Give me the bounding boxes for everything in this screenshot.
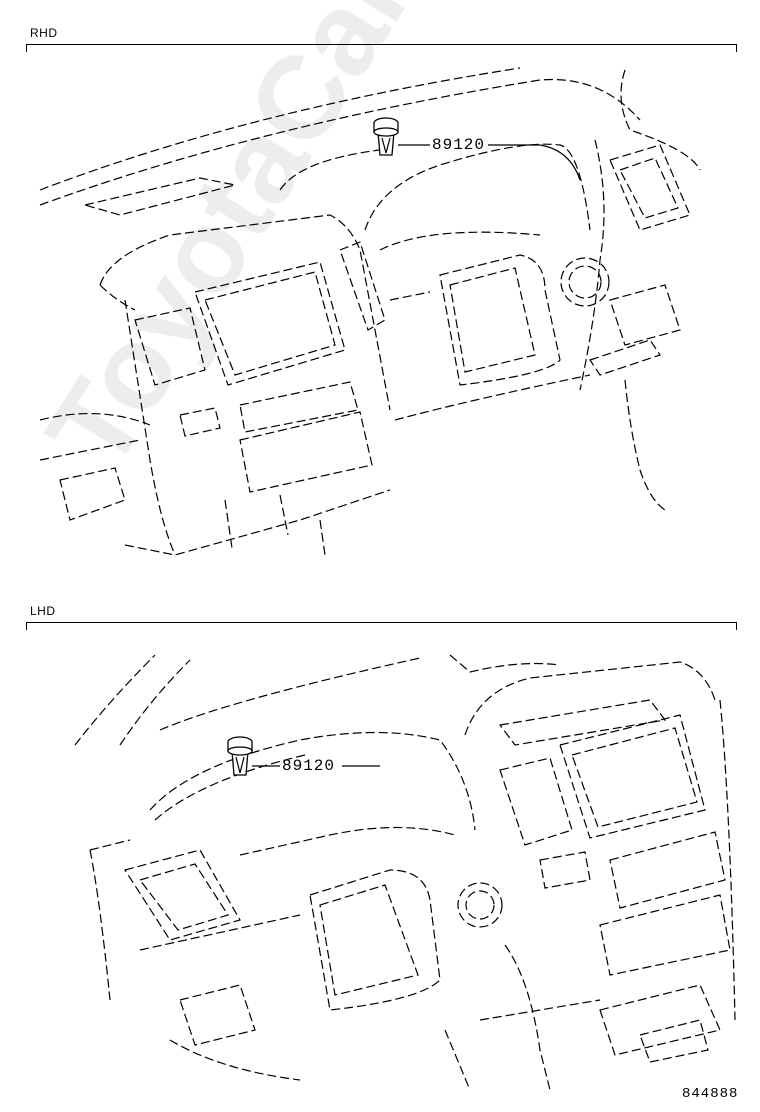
rhd-rule-tick-left [26, 44, 27, 52]
rhd-rule-tick-right [736, 44, 737, 52]
lhd-rule-tick-right [736, 622, 737, 630]
rhd-dashboard-drawing [39, 67, 701, 556]
rhd-part-number-label: 89120 [432, 136, 486, 154]
lhd-section-label: LHD [30, 604, 56, 618]
lhd-section-rule [26, 622, 737, 623]
lhd-rule-tick-left [26, 622, 27, 630]
rhd-part-89120-icon [373, 117, 399, 156]
rhd-leader-tail [488, 144, 581, 181]
lhd-part-89120-icon [227, 736, 253, 776]
lhd-dashboard-drawing [74, 654, 736, 1091]
rhd-section-rule [26, 44, 737, 45]
lhd-part-number-label: 89120 [282, 757, 336, 775]
diagram-code: 844888 [682, 1086, 739, 1102]
rhd-section-label: RHD [30, 26, 58, 40]
